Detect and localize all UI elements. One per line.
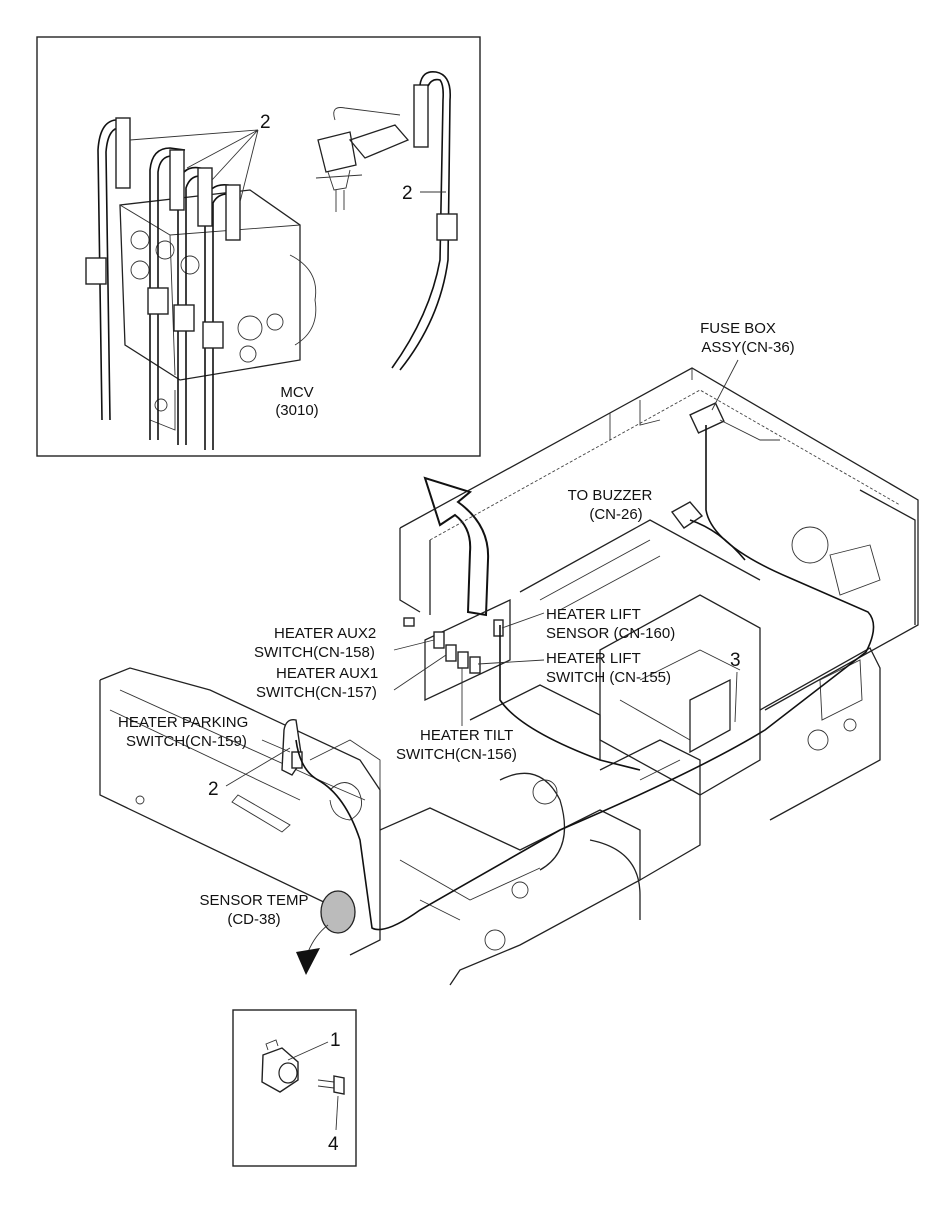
arrow-up-icon (423, 476, 490, 617)
part-number-main-3: 3 (730, 650, 741, 671)
mcv-right-connector (436, 213, 458, 241)
label-fuse-box-line1: FUSE BOX (700, 320, 776, 337)
buzzer (670, 501, 704, 529)
label-lift-switch-line1: HEATER LIFT (546, 650, 641, 667)
label-aux2-line2: SWITCH(CN-158) (254, 644, 375, 661)
arrow-down-curve (307, 924, 329, 953)
mcv-connector-2 (147, 287, 169, 315)
main-labels: FUSE BOX ASSY(CN-36) TO BUZZER (CN-26) H… (118, 320, 795, 928)
sensor-bolt (333, 1075, 345, 1095)
label-buzzer-line1: TO BUZZER (568, 487, 653, 504)
temp-sensor (320, 890, 356, 934)
mcv-connector-4 (202, 321, 224, 349)
leader-inset-2 (129, 129, 259, 203)
sensor-detail-inset: 1 4 (232, 1009, 357, 1167)
mcv-sensor-1 (115, 117, 131, 189)
mcv-sensor-4 (225, 184, 241, 241)
mcv-inset-frame (36, 36, 481, 457)
sensor-lift (493, 619, 504, 637)
panel-tab (403, 617, 415, 627)
mcv-valve-block (119, 189, 317, 431)
mcv-harness (85, 117, 241, 450)
mcv-connector-1 (85, 257, 107, 285)
switch-aux2 (433, 631, 445, 649)
parking-switch (291, 751, 303, 769)
fuse-box (689, 402, 725, 434)
switch-aux1 (445, 644, 457, 662)
label-mcv-line2: (3010) (275, 402, 318, 419)
label-aux1-line1: HEATER AUX1 (276, 665, 378, 682)
label-parking-line1: HEATER PARKING (118, 714, 248, 731)
arrow-down-icon (296, 948, 320, 975)
mcv-inset: 2 2 MCV (3010) (36, 36, 481, 457)
label-tilt-line1: HEATER TILT (420, 727, 513, 744)
part-number-inset-right-2: 2 (402, 183, 413, 204)
mcv-connector-3 (173, 304, 195, 332)
mcv-sensor-3 (197, 167, 213, 227)
part-number-main-2: 2 (208, 779, 219, 800)
mcv-pressure-switch (315, 70, 458, 371)
mcv-right-sensor (413, 84, 429, 148)
part-number-detail-1: 1 (330, 1030, 341, 1051)
label-buzzer-line2: (CN-26) (589, 506, 642, 523)
label-sensor-temp-line1: SENSOR TEMP (200, 892, 309, 909)
label-sensor-temp-line2: (CD-38) (227, 911, 280, 928)
label-lift-switch-line2: SWITCH (CN-155) (546, 669, 671, 686)
label-aux1-line2: SWITCH(CN-157) (256, 684, 377, 701)
label-mcv-line1: MCV (280, 384, 313, 401)
label-fuse-box-line2: ASSY(CN-36) (701, 339, 794, 356)
part-number-detail-4: 4 (328, 1134, 339, 1155)
main-harness-wire (295, 425, 875, 931)
part-number-inset-2: 2 (260, 112, 271, 133)
label-parking-line2: SWITCH(CN-159) (126, 733, 247, 750)
label-tilt-line2: SWITCH(CN-156) (396, 746, 517, 763)
machine-frame (99, 367, 919, 986)
switch-lift (469, 656, 481, 674)
label-lift-sensor-line2: SENSOR (CN-160) (546, 625, 675, 642)
label-lift-sensor-line1: HEATER LIFT (546, 606, 641, 623)
mcv-sensor-2 (169, 149, 185, 211)
label-aux2-line1: HEATER AUX2 (274, 625, 376, 642)
switch-tilt (457, 651, 469, 669)
